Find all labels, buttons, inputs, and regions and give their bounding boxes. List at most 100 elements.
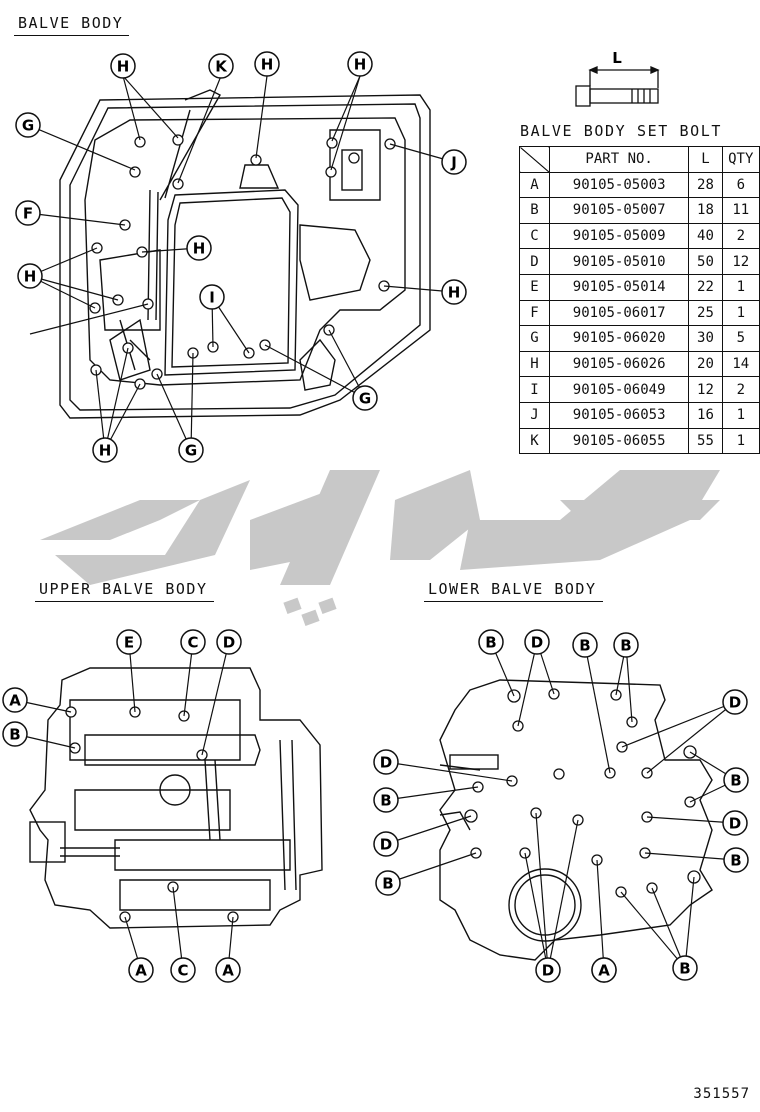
main-callout: G (178, 437, 204, 463)
callout-letter: D (380, 754, 392, 772)
bolt-table-title: BALVE BODY SET BOLT (520, 122, 722, 140)
table-cell-length: 40 (688, 222, 723, 250)
callout-letter: B (485, 634, 496, 652)
main-callout: H (441, 279, 467, 305)
callout-letter: G (185, 442, 197, 460)
callout-letter: D (380, 836, 392, 854)
callout-letter: B (382, 875, 393, 893)
lower-callout: A (591, 957, 617, 983)
table-cell-part-no: 90105-06049 (548, 376, 690, 403)
table-cell-part-no: 90105-05010 (548, 248, 690, 275)
table-header-row: PART NO. L QTY (519, 146, 760, 173)
table-cell-part-no: 90105-05009 (548, 222, 690, 250)
callout-letter: E (124, 634, 134, 652)
main-callout: G (352, 385, 378, 411)
callout-letter: G (22, 117, 34, 135)
upper-callout: C (170, 957, 196, 983)
main-section-title: BALVE BODY (13, 14, 130, 36)
lower-callout: D (722, 689, 748, 715)
table-cell-qty: 6 (721, 171, 760, 199)
table-cell-part-no: 90105-06017 (548, 299, 690, 327)
table-cell-part-no: 90105-05003 (548, 171, 690, 199)
table-cell-qty: 12 (721, 248, 760, 275)
upper-section-title: UPPER BALVE BODY (35, 580, 213, 602)
table-cell-qty: 11 (721, 197, 760, 224)
callout-letter: A (9, 692, 21, 710)
upper-callout: B (2, 721, 28, 747)
table-cell-qty: 1 (721, 401, 760, 429)
callout-letter: K (215, 58, 228, 76)
lower-callout: B (373, 787, 399, 813)
bolt-icon (575, 66, 660, 107)
upper-callout: A (128, 957, 154, 983)
callout-letter: A (135, 962, 147, 980)
table-cell-length: 25 (688, 299, 723, 327)
callout-letter: I (209, 289, 215, 307)
upper-bolt-holes (65, 706, 239, 923)
table-cell-code: G (519, 325, 550, 352)
lower-callout: B (572, 632, 598, 658)
table-cell-length: 20 (688, 350, 723, 378)
callout-letter: A (222, 962, 234, 980)
callout-letter: B (579, 637, 590, 655)
table-cell-length: 22 (688, 273, 723, 301)
table-header-part-no: PART NO. (548, 146, 690, 173)
lower-callout: D (535, 957, 561, 983)
table-cell-length: 30 (688, 325, 723, 352)
table-cell-part-no: 90105-05007 (548, 197, 690, 224)
callout-letter: B (730, 852, 741, 870)
main-callout: H (92, 437, 118, 463)
table-cell-part-no: 90105-06053 (548, 401, 690, 429)
main-callout: H (186, 235, 212, 261)
callout-letter: C (177, 962, 188, 980)
callout-letter: B (380, 792, 391, 810)
callout-letter: D (531, 634, 543, 652)
lower-callouts: BDBBDDBBDDBDBDBA (373, 629, 749, 983)
callout-letter: B (730, 772, 741, 790)
table-cell-qty: 14 (721, 350, 760, 378)
table-header-qty: QTY (721, 146, 760, 173)
callout-letter: H (117, 58, 130, 76)
main-callout: H (17, 263, 43, 289)
callout-letter: F (23, 205, 33, 223)
watermark-logo (40, 470, 720, 627)
callout-letter: B (620, 637, 631, 655)
table-cell-code: J (519, 401, 550, 429)
table-cell-part-no: 90105-05014 (548, 273, 690, 301)
drawing-number: 351557 (693, 1086, 750, 1102)
lower-callout: D (524, 629, 550, 655)
table-cell-part-no: 90105-06055 (548, 427, 690, 455)
table-cell-qty: 1 (721, 427, 760, 455)
table-cell-code: F (519, 299, 550, 327)
callout-letter: D (729, 694, 741, 712)
table-cell-code: C (519, 222, 550, 250)
table-cell-code: I (519, 376, 550, 403)
lower-callout: B (375, 870, 401, 896)
table-cell-part-no: 90105-06026 (548, 350, 690, 378)
callout-letter: H (193, 240, 206, 258)
table-cell-code: B (519, 197, 550, 224)
callout-letter: A (598, 962, 610, 980)
callout-letter: D (223, 634, 235, 652)
table-cell-part-no: 90105-06020 (548, 325, 690, 352)
callout-letter: D (729, 815, 741, 833)
main-callout: H (347, 51, 373, 77)
table-cell-qty: 2 (721, 376, 760, 403)
main-callout: F (15, 200, 41, 226)
upper-callout: E (116, 629, 142, 655)
upper-callout: C (180, 629, 206, 655)
callout-letter: B (9, 726, 20, 744)
main-callout: I (199, 284, 225, 310)
upper-callout: A (215, 957, 241, 983)
main-callout: H (254, 51, 280, 77)
